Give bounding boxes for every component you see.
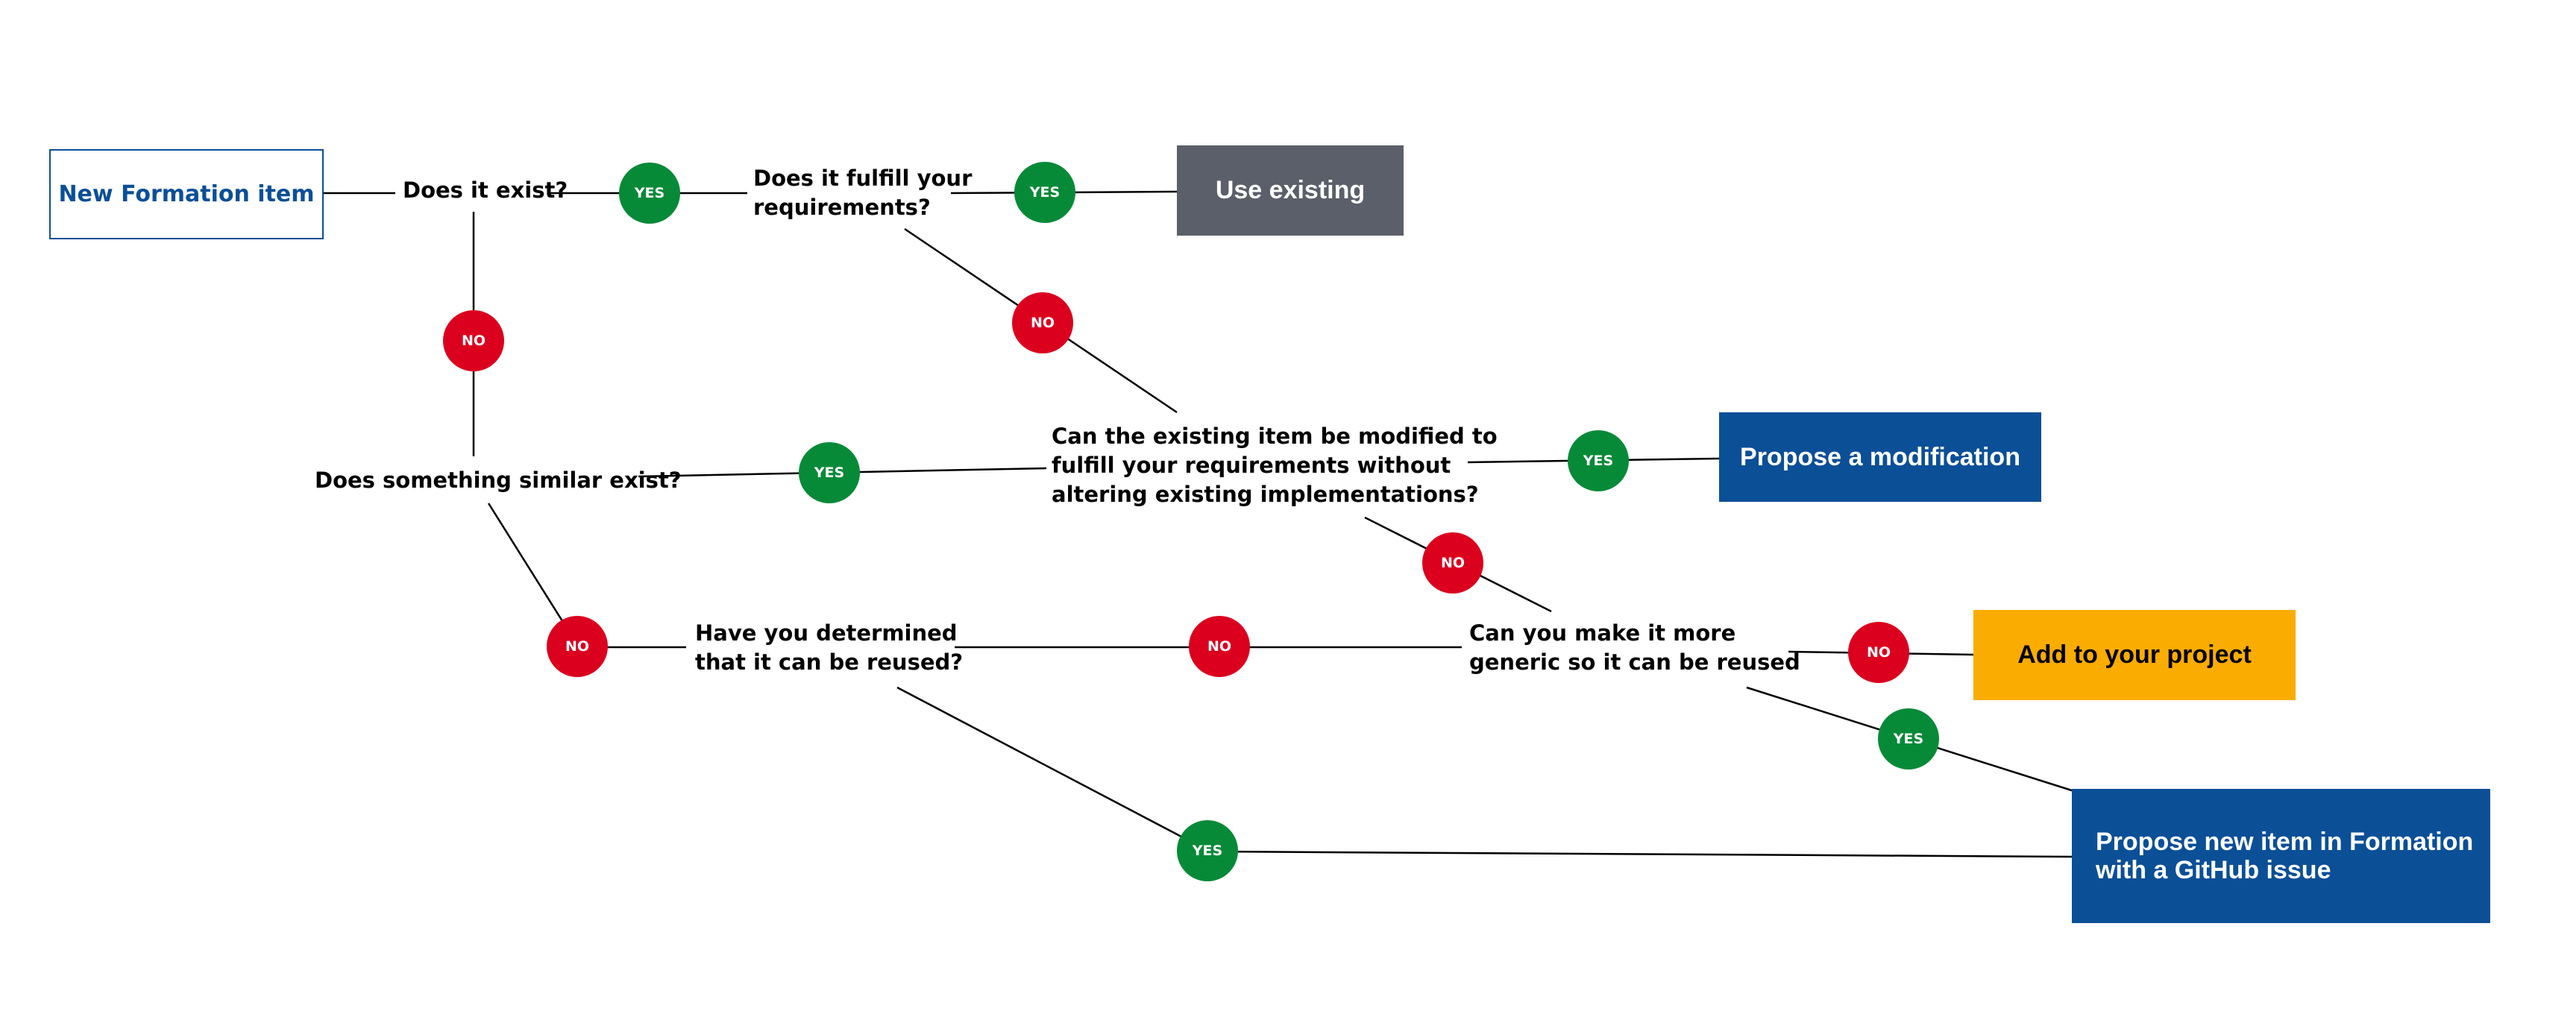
outcome-propose-modification: Propose a modification: [1719, 412, 2041, 502]
use-existing-label: Use existing: [1215, 176, 1366, 204]
question-fulfill-requirements: Does it fulfill your requirements?: [753, 166, 973, 220]
question-does-it-exist: Does it exist?: [403, 177, 568, 203]
question-something-similar: Does something similar exist?: [315, 468, 682, 493]
no-badge: NO: [1189, 616, 1250, 677]
outcome-use-existing: Use existing: [1177, 145, 1404, 236]
yes-badge: YES: [1014, 162, 1075, 223]
outcome-add-to-project: Add to your project: [1973, 610, 2296, 700]
no-badge: NO: [1422, 532, 1483, 594]
no-badge: NO: [443, 310, 504, 371]
add-to-project-label: Add to your project: [2017, 640, 2252, 669]
outcome-propose-new-item: Propose new item in Formation with a Git…: [2072, 789, 2490, 923]
propose-new-item-label: Propose new item in Formation with a Git…: [2096, 828, 2474, 884]
no-badge: NO: [547, 616, 608, 677]
no-badge: NO: [1012, 292, 1073, 353]
question-make-more-generic: Can you make it more generic so it can b…: [1469, 620, 1800, 675]
edge-yes-to-new: [1209, 850, 2073, 858]
yes-badge: YES: [1568, 430, 1629, 491]
edge-reused-yes-new: [896, 686, 1210, 853]
yes-badge: YES: [1878, 708, 1939, 769]
yes-badge: YES: [619, 163, 680, 224]
question-can-be-modified: Can the existing item be modified to ful…: [1052, 424, 1498, 507]
yes-badge: YES: [1177, 820, 1238, 881]
start-node-label: New Formation item: [58, 181, 315, 207]
start-node-new-formation-item: New Formation item: [49, 149, 324, 239]
yes-badge: YES: [799, 442, 860, 503]
propose-modification-label: Propose a modification: [1740, 442, 2020, 471]
no-badge: NO: [1848, 622, 1909, 683]
question-determined-reused: Have you determined that it can be reuse…: [695, 620, 964, 675]
